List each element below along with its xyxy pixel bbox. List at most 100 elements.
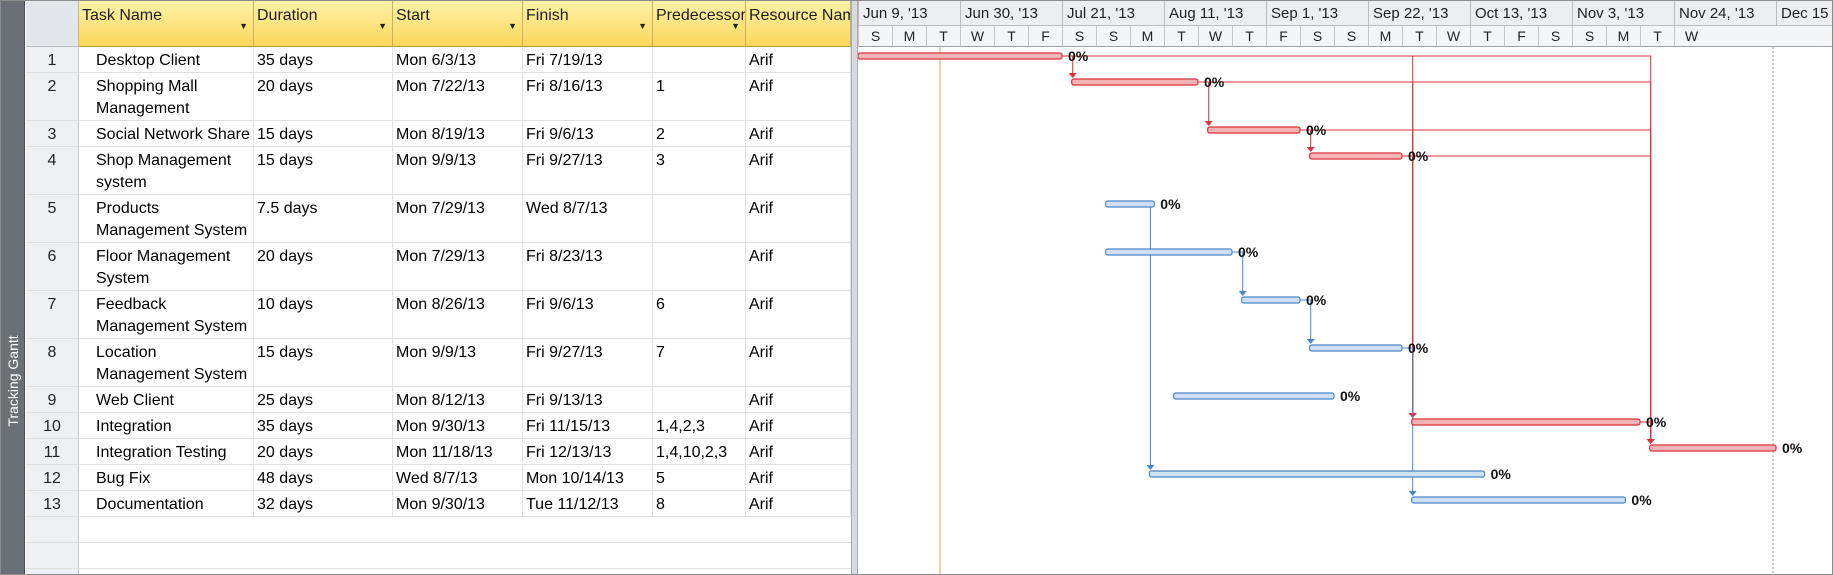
task-bar[interactable] <box>1148 470 1486 478</box>
start-cell[interactable]: Mon 8/26/13 <box>393 291 523 338</box>
finish-cell[interactable]: Fri 9/6/13 <box>523 291 653 338</box>
predecessors-cell[interactable]: 1 <box>653 73 746 120</box>
duration-cell[interactable]: 20 days <box>254 73 393 120</box>
predecessors-cell[interactable]: 7 <box>653 339 746 386</box>
start-cell[interactable]: Mon 6/3/13 <box>393 47 523 72</box>
row-id-cell[interactable]: 13 <box>26 491 79 516</box>
finish-cell[interactable]: Wed 8/7/13 <box>523 195 653 242</box>
row-id-cell[interactable] <box>26 569 79 574</box>
task-bar[interactable] <box>1411 418 1641 426</box>
task-name-cell[interactable]: Desktop Client <box>79 47 254 72</box>
finish-cell[interactable]: Fri 9/6/13 <box>523 121 653 146</box>
resource-names-cell[interactable]: Arif <box>746 387 851 412</box>
duration-cell[interactable]: 10 days <box>254 291 393 338</box>
finish-cell[interactable]: Fri 8/16/13 <box>523 73 653 120</box>
resource-names-cell[interactable]: Arif <box>746 491 851 516</box>
start-cell[interactable]: Mon 9/30/13 <box>393 491 523 516</box>
start-cell[interactable]: Mon 9/30/13 <box>393 413 523 438</box>
resource-names-cell[interactable]: Arif <box>746 339 851 386</box>
filter-dropdown-icon[interactable]: ▼ <box>638 21 647 31</box>
resource-names-cell[interactable]: Arif <box>746 439 851 464</box>
filter-dropdown-icon[interactable]: ▼ <box>508 21 517 31</box>
filter-dropdown-icon[interactable]: ▼ <box>731 21 740 31</box>
pane-splitter[interactable] <box>851 1 858 574</box>
start-cell[interactable]: Mon 9/9/13 <box>393 339 523 386</box>
predecessors-cell[interactable] <box>653 243 746 290</box>
start-cell[interactable]: Mon 8/12/13 <box>393 387 523 412</box>
resource-names-cell[interactable]: Arif <box>746 73 851 120</box>
resource-names-cell[interactable]: Arif <box>746 291 851 338</box>
empty-row[interactable] <box>26 517 851 543</box>
row-id-cell[interactable]: 9 <box>26 387 79 412</box>
task-name-cell[interactable]: Web Client <box>79 387 254 412</box>
duration-cell[interactable]: 15 days <box>254 339 393 386</box>
task-name-cell[interactable]: Documentation <box>79 491 254 516</box>
row-id-cell[interactable] <box>26 517 79 542</box>
finish-cell[interactable]: Fri 7/19/13 <box>523 47 653 72</box>
duration-cell[interactable]: 32 days <box>254 491 393 516</box>
filter-dropdown-icon[interactable]: ▼ <box>239 21 248 31</box>
task-bar[interactable] <box>1105 200 1155 208</box>
task-bar[interactable] <box>1105 248 1233 256</box>
row-id-cell[interactable]: 3 <box>26 121 79 146</box>
filter-dropdown-icon[interactable]: ▼ <box>378 21 387 31</box>
column-header-finish[interactable]: Finish ▼ <box>523 1 653 47</box>
finish-cell[interactable]: Mon 10/14/13 <box>523 465 653 490</box>
predecessors-cell[interactable] <box>653 47 746 72</box>
predecessors-cell[interactable]: 1,4,2,3 <box>653 413 746 438</box>
predecessors-cell[interactable]: 6 <box>653 291 746 338</box>
predecessors-cell[interactable]: 1,4,10,2,3 <box>653 439 746 464</box>
task-bar[interactable] <box>1309 344 1403 352</box>
column-header-resource-names[interactable]: Resource Names <box>746 1 851 47</box>
duration-cell[interactable]: 48 days <box>254 465 393 490</box>
resource-names-cell[interactable]: Arif <box>746 465 851 490</box>
start-cell[interactable]: Mon 7/29/13 <box>393 243 523 290</box>
resource-names-cell[interactable]: Arif <box>746 413 851 438</box>
duration-cell[interactable]: 35 days <box>254 47 393 72</box>
duration-cell[interactable]: 20 days <box>254 243 393 290</box>
row-id-cell[interactable] <box>26 543 79 568</box>
predecessors-cell[interactable] <box>653 195 746 242</box>
duration-cell[interactable]: 35 days <box>254 413 393 438</box>
row-id-cell[interactable]: 12 <box>26 465 79 490</box>
select-all-corner[interactable] <box>26 1 79 47</box>
row-id-cell[interactable]: 5 <box>26 195 79 242</box>
row-id-cell[interactable]: 10 <box>26 413 79 438</box>
start-cell[interactable]: Wed 8/7/13 <box>393 465 523 490</box>
start-cell[interactable]: Mon 11/18/13 <box>393 439 523 464</box>
resource-names-cell[interactable]: Arif <box>746 195 851 242</box>
duration-cell[interactable]: 7.5 days <box>254 195 393 242</box>
resource-names-cell[interactable]: Arif <box>746 147 851 194</box>
duration-cell[interactable]: 15 days <box>254 147 393 194</box>
task-bar[interactable] <box>1241 296 1301 304</box>
task-bar[interactable] <box>1411 496 1627 504</box>
resource-names-cell[interactable]: Arif <box>746 121 851 146</box>
predecessors-cell[interactable]: 2 <box>653 121 746 146</box>
task-bar[interactable] <box>1309 152 1403 160</box>
start-cell[interactable]: Mon 9/9/13 <box>393 147 523 194</box>
start-cell[interactable]: Mon 8/19/13 <box>393 121 523 146</box>
empty-row[interactable] <box>26 543 851 569</box>
task-bar[interactable] <box>1207 126 1301 134</box>
duration-cell[interactable]: 15 days <box>254 121 393 146</box>
finish-cell[interactable]: Fri 9/27/13 <box>523 339 653 386</box>
task-bar[interactable] <box>858 52 1063 60</box>
task-name-cell[interactable]: Integration Testing <box>79 439 254 464</box>
duration-cell[interactable]: 20 days <box>254 439 393 464</box>
task-bar[interactable] <box>1173 392 1335 400</box>
finish-cell[interactable]: Tue 11/12/13 <box>523 491 653 516</box>
